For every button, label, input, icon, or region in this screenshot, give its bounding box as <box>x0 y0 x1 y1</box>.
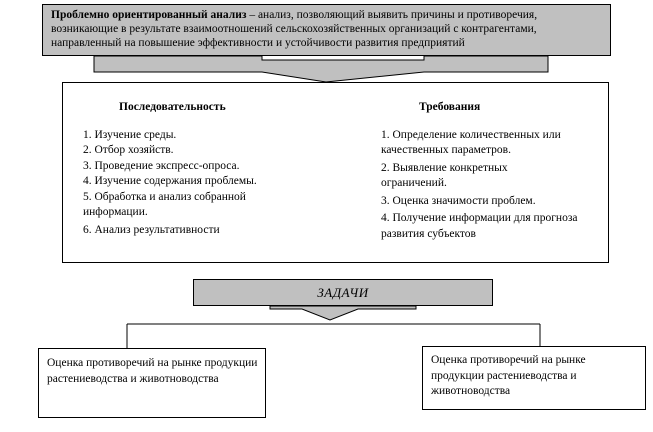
sequence-item: 2. Отбор хозяйств. <box>83 144 174 156</box>
requirements-list: 1. Определение количественных или качест… <box>381 128 606 243</box>
top-down-arrow <box>93 55 549 83</box>
definition-text: – анализ, позволяющий выявить причины и … <box>51 9 538 49</box>
sequence-column: Последовательность 1. Изучение среды. 2.… <box>83 100 323 238</box>
tasks-down-arrow <box>269 305 417 321</box>
tasks-box: ЗАДАЧИ <box>193 279 493 306</box>
sequence-item: 1. Изучение среды. <box>83 128 177 141</box>
task-box-left: Оценка противоречий на рынке продукции р… <box>38 348 266 418</box>
requirements-title: Требования <box>419 101 481 113</box>
requirements-item: 4. Получение информации для прогноза раз… <box>381 212 578 240</box>
definition-box: Проблемно ориентированный анализ – анали… <box>42 4 611 56</box>
requirements-column: Требования 1. Определение количественных… <box>381 100 606 244</box>
sequence-item: 6. Анализ результативности <box>83 223 220 236</box>
sequence-item: 5. Обработка и анализ собранной информац… <box>83 190 246 219</box>
sequence-item: 3. Проведение экспресс-опроса. <box>83 159 240 172</box>
sequence-requirements-box: Последовательность 1. Изучение среды. 2.… <box>62 82 609 263</box>
requirements-item: 2. Выявление конкретных ограничений. <box>381 161 508 190</box>
definition-term: Проблемно ориентированный анализ <box>51 9 247 21</box>
requirements-item: 1. Определение количественных или качест… <box>381 128 561 157</box>
sequence-item: 4. Изучение содержания проблемы. <box>83 175 257 187</box>
sequence-list: 1. Изучение среды. 2. Отбор хозяйств. 3.… <box>83 128 323 239</box>
task-box-right: Оценка противоречий на рынке продукции р… <box>422 346 646 410</box>
sequence-title: Последовательность <box>119 101 226 113</box>
requirements-item: 3. Оценка значимости проблем. <box>381 194 536 207</box>
